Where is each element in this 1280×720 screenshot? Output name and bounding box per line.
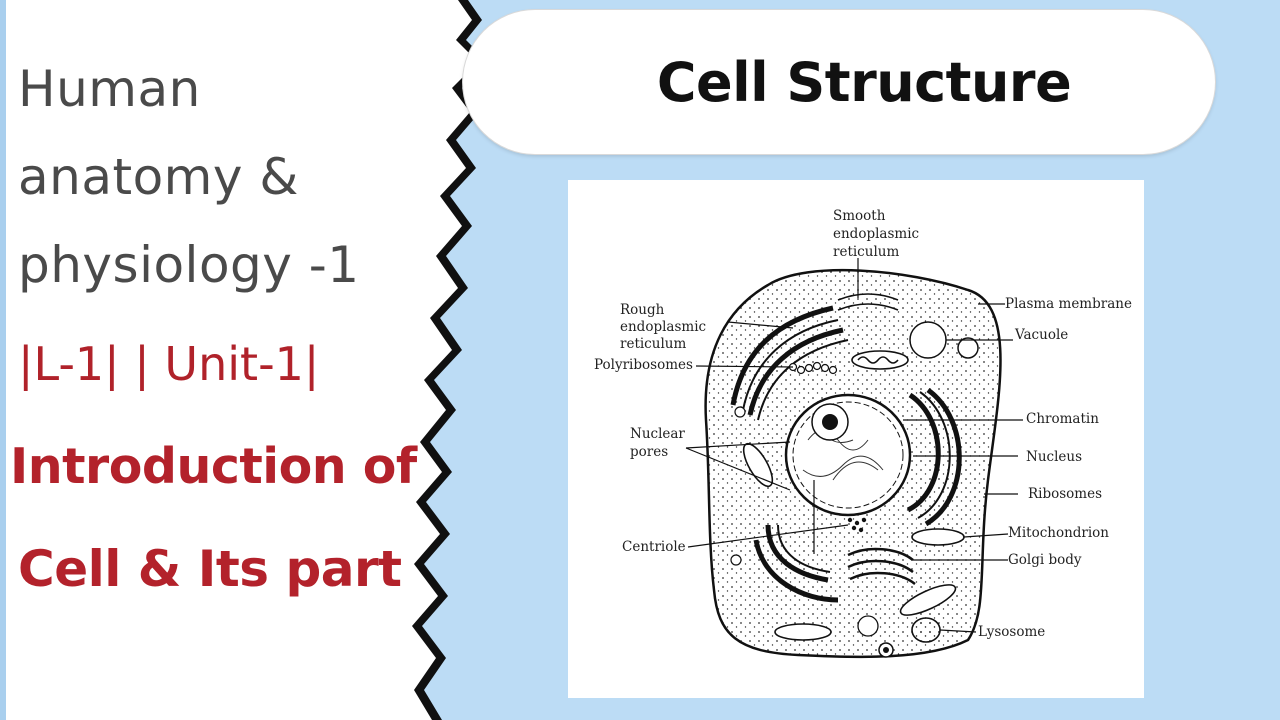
smooth-er xyxy=(837,293,899,311)
page-title: Cell Structure xyxy=(656,50,1072,114)
mitochondria xyxy=(742,350,965,641)
title-banner: Cell Structure xyxy=(463,10,1215,154)
label-centriole: Centriole xyxy=(622,539,686,555)
label-rough-er-1: Rough xyxy=(620,302,665,318)
label-rough-er-2: endoplasmic xyxy=(620,319,706,335)
label-mitochondrion: Mitochondrion xyxy=(1008,525,1109,541)
left-panel: Human anatomy & physiology -1 |L-1| | Un… xyxy=(0,0,500,720)
label-nuclear-pores-2: pores xyxy=(630,444,668,460)
cell-diagram-card: Smooth endoplasmic reticulum Rough endop… xyxy=(568,180,1144,698)
label-golgi-body: Golgi body xyxy=(1008,552,1082,568)
centriole xyxy=(847,517,867,533)
label-chromatin: Chromatin xyxy=(1026,411,1099,427)
label-ribosomes: Ribosomes xyxy=(1028,486,1102,502)
label-plasma-membrane: Plasma membrane xyxy=(1005,296,1132,312)
label-smooth-er-3: reticulum xyxy=(833,244,899,260)
subject-title-line-2: anatomy & xyxy=(18,148,299,206)
label-nucleus: Nucleus xyxy=(1026,449,1082,465)
label-smooth-er-2: endoplasmic xyxy=(833,226,919,242)
label-vacuole: Vacuole xyxy=(1014,327,1068,343)
label-nuclear-pores-1: Nuclear xyxy=(630,426,685,442)
label-lysosome: Lysosome xyxy=(978,624,1045,640)
lesson-unit-label: |L-1| | Unit-1| xyxy=(18,337,320,391)
lysosome xyxy=(911,617,941,643)
label-rough-er-3: reticulum xyxy=(620,336,686,352)
torn-paper-shape xyxy=(0,0,488,720)
subject-title-line-1: Human xyxy=(18,60,201,118)
vacuole xyxy=(909,321,947,359)
golgi-body xyxy=(847,547,916,586)
topic-line-1: Introduction of xyxy=(10,438,417,495)
nucleus xyxy=(784,393,912,517)
label-polyribosomes: Polyribosomes xyxy=(594,357,693,373)
leader-lines xyxy=(685,258,1023,633)
topic-line-2: Cell & Its part xyxy=(18,540,402,598)
label-smooth-er-1: Smooth xyxy=(833,208,886,224)
cell-diagram: Smooth endoplasmic reticulum Rough endop… xyxy=(594,208,1132,659)
subject-title-line-3: physiology -1 xyxy=(18,236,360,294)
